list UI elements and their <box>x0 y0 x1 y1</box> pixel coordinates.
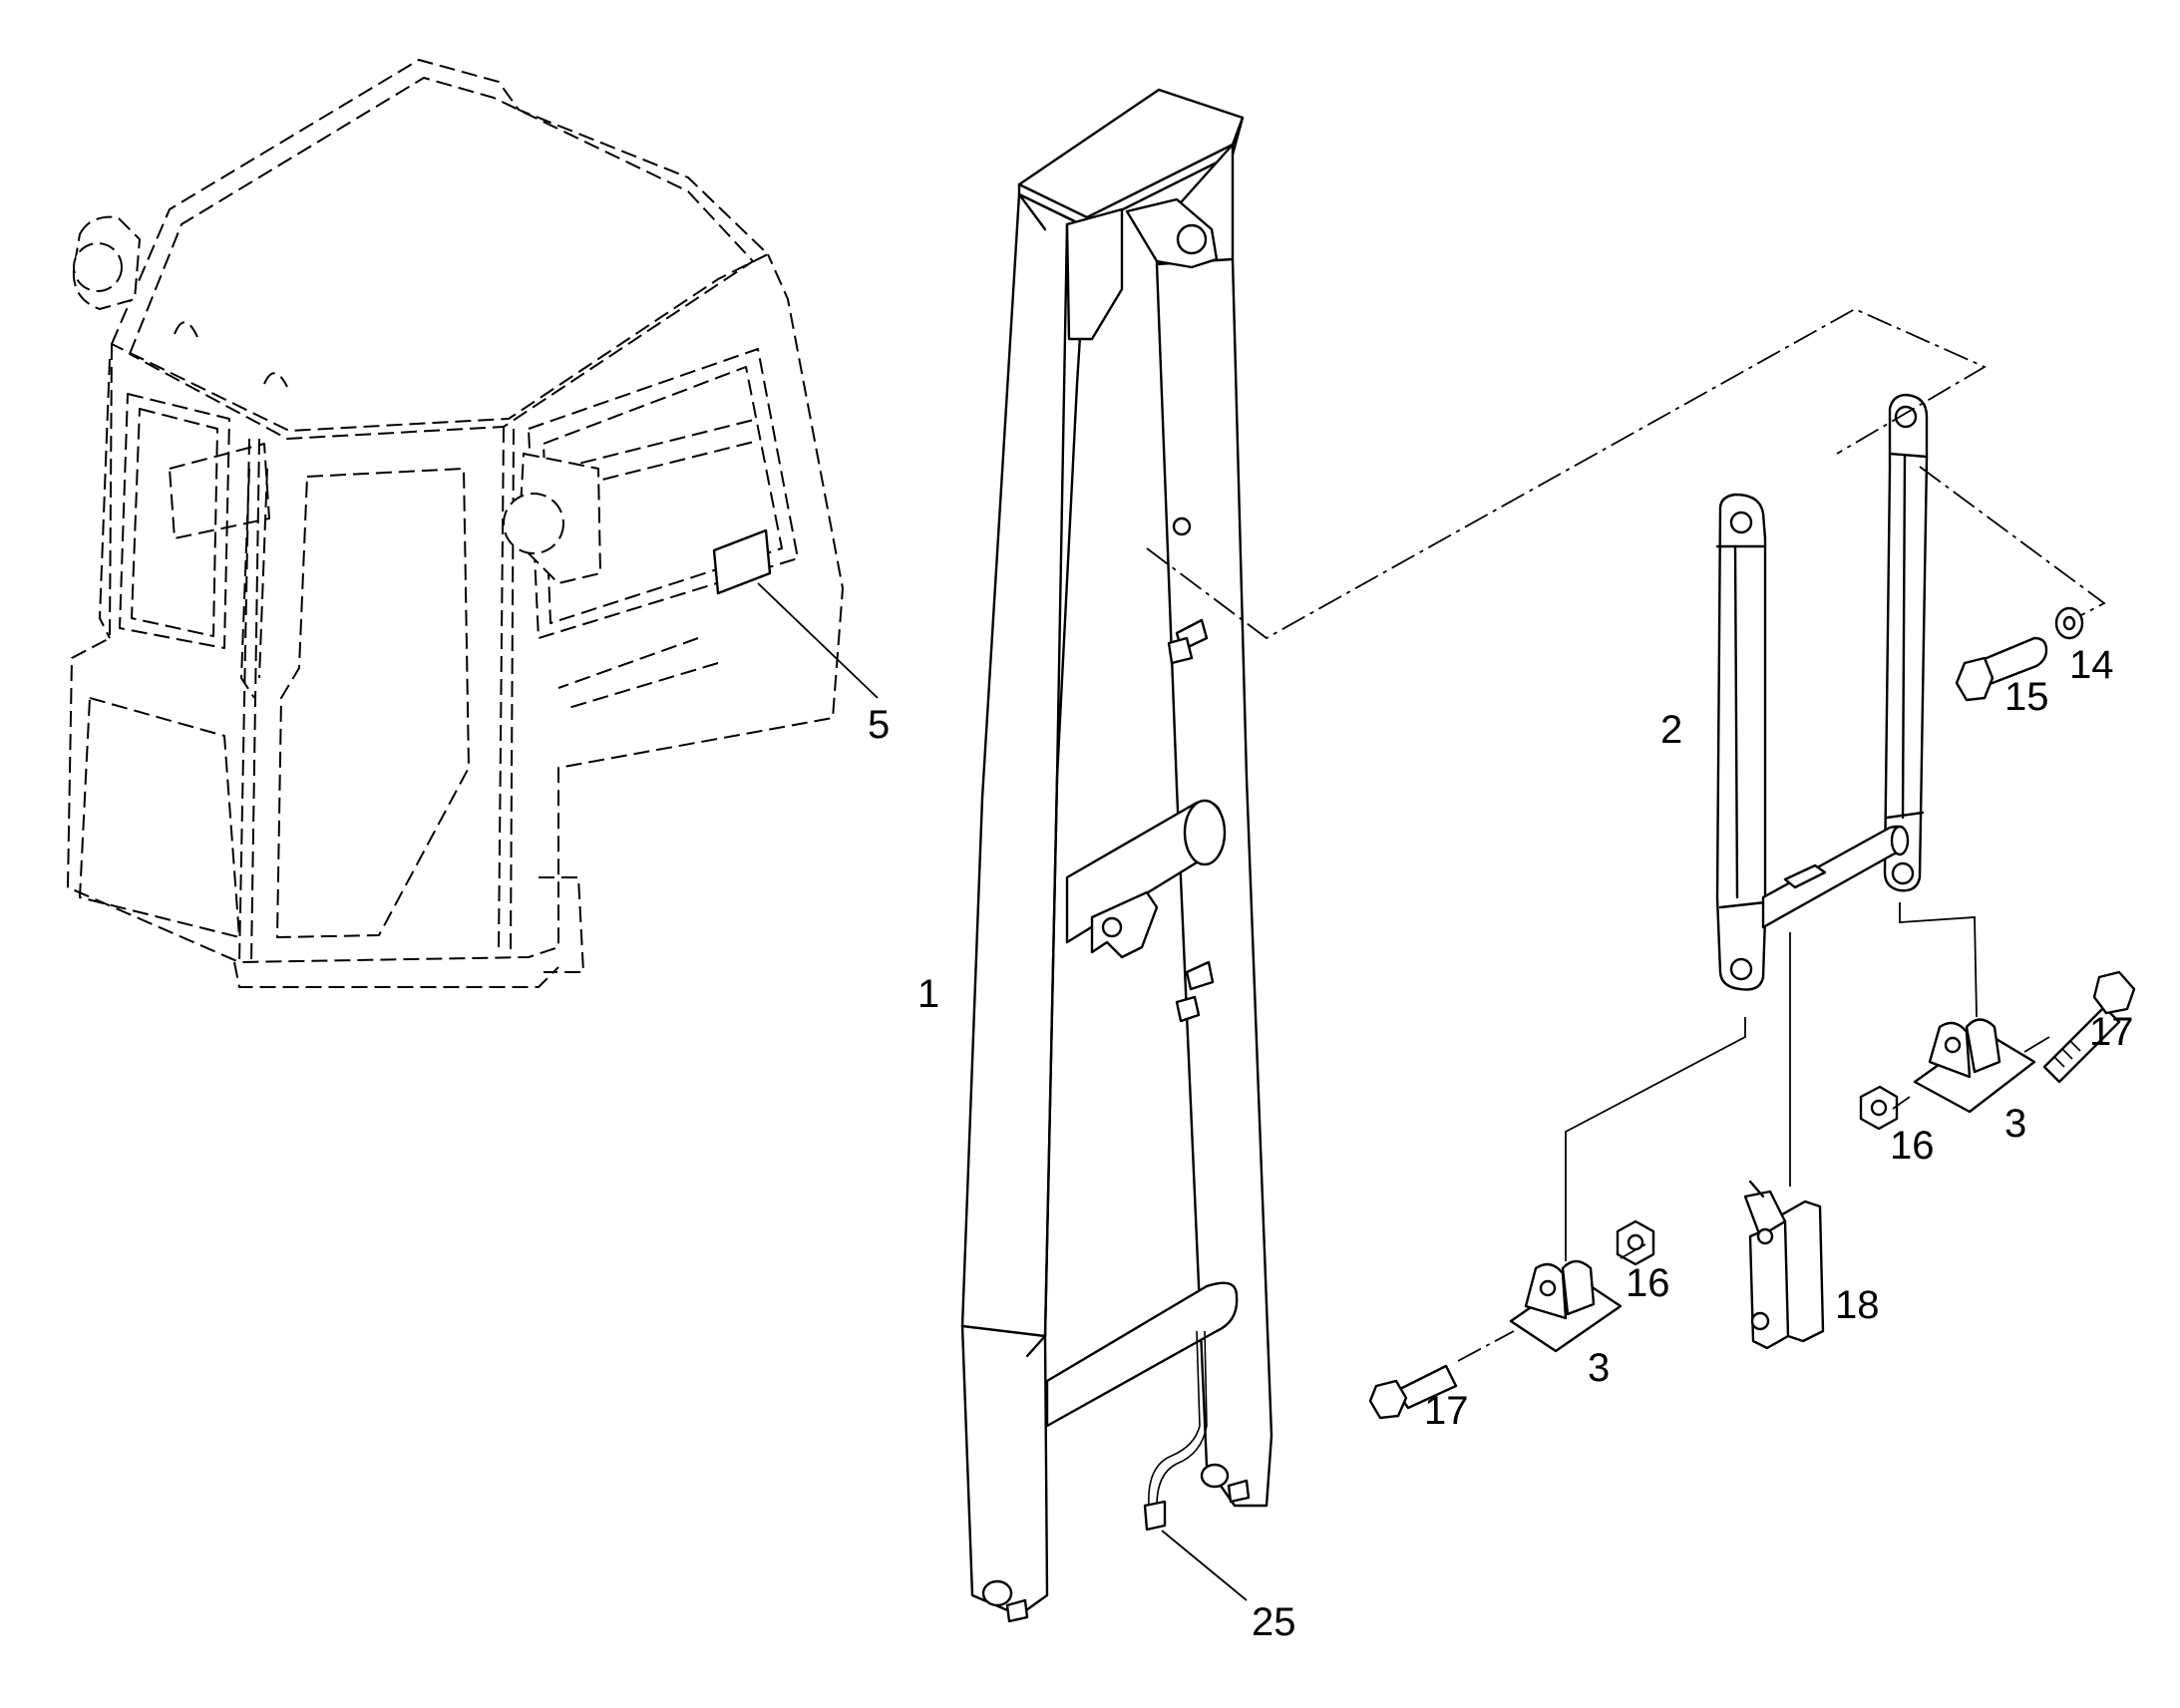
nut-16-left <box>1616 1219 1655 1266</box>
callout-18: 18 <box>1835 1283 1880 1327</box>
boom-frame <box>960 88 1273 1623</box>
callout-25: 25 <box>1252 1600 1296 1644</box>
callout-3b: 3 <box>1588 1346 1610 1390</box>
washer-14 <box>2054 606 2084 640</box>
bolt-17-right <box>2042 970 2136 1084</box>
callout-labels: 1 2 3 3 5 14 15 16 16 17 17 18 25 <box>868 643 2134 1644</box>
decal-label <box>712 528 772 595</box>
latch-18 <box>1743 1180 1825 1350</box>
bracket-3-left <box>1509 1259 1623 1353</box>
callout-14: 14 <box>2069 643 2114 687</box>
callout-5: 5 <box>868 703 890 747</box>
callout-3a: 3 <box>2004 1102 2026 1146</box>
cab-phantom-outline <box>67 59 844 988</box>
nut-16-right <box>1859 1085 1899 1131</box>
callout-16a: 16 <box>1890 1124 1935 1168</box>
link-frame <box>1715 393 1929 991</box>
alignment-lines <box>1146 307 2106 640</box>
leader-lines <box>757 582 2050 1601</box>
callout-16b: 16 <box>1626 1261 1670 1305</box>
bracket-3-right <box>1913 1018 2036 1114</box>
bolt-15 <box>1955 636 2048 702</box>
work-lamp-rear-phantom <box>503 452 602 585</box>
work-lamp-front-phantom <box>72 215 142 311</box>
callout-17a: 17 <box>2089 1010 2134 1054</box>
bolt-17-left <box>1368 1364 1458 1420</box>
callout-2: 2 <box>1660 708 1682 752</box>
callout-17b: 17 <box>1424 1389 1469 1433</box>
callout-1: 1 <box>917 972 939 1016</box>
callout-15: 15 <box>2004 675 2049 719</box>
